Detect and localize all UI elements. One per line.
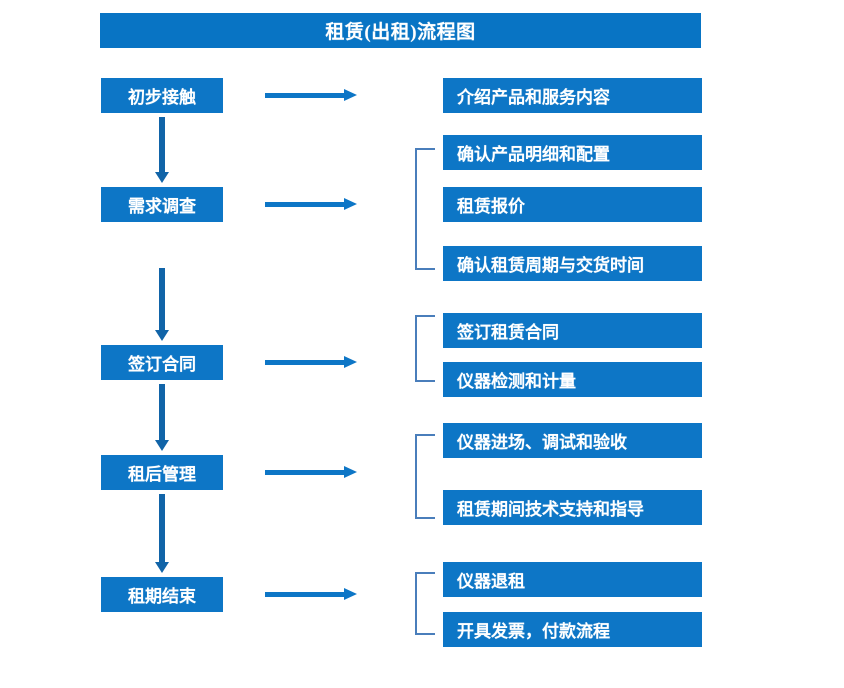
arrow-head-icon	[155, 172, 169, 183]
arrow-shaft	[159, 384, 165, 440]
vertical-arrow-2	[155, 268, 169, 341]
stage-box-3[interactable]: 签订合同	[101, 345, 223, 380]
detail-box-3[interactable]: 租赁报价	[443, 187, 702, 222]
vertical-arrow-1	[155, 117, 169, 183]
arrow-head-icon	[155, 562, 169, 573]
stage-box-2[interactable]: 需求调查	[101, 187, 223, 222]
arrow-head-icon	[344, 198, 357, 210]
detail-box-5[interactable]: 签订租赁合同	[443, 313, 702, 348]
arrow-shaft	[265, 360, 345, 365]
arrow-shaft	[265, 592, 345, 597]
arrow-head-icon	[344, 588, 357, 600]
detail-box-4[interactable]: 确认租赁周期与交货时间	[443, 246, 702, 281]
stage-box-1[interactable]: 初步接触	[101, 78, 223, 113]
arrow-shaft	[159, 117, 165, 172]
vertical-arrow-4	[155, 494, 169, 573]
horizontal-arrow-3	[265, 356, 357, 368]
horizontal-arrow-4	[265, 466, 357, 478]
arrow-shaft	[159, 494, 165, 562]
group-bracket-termination	[415, 572, 435, 635]
detail-box-8[interactable]: 租赁期间技术支持和指导	[443, 490, 702, 525]
group-bracket-contract	[415, 315, 435, 382]
page-title: 租赁(出租)流程图	[100, 13, 701, 48]
arrow-head-icon	[344, 466, 357, 478]
arrow-head-icon	[155, 330, 169, 341]
arrow-head-icon	[155, 440, 169, 451]
stage-box-4[interactable]: 租后管理	[101, 455, 223, 490]
detail-box-6[interactable]: 仪器检测和计量	[443, 362, 702, 397]
arrow-shaft	[265, 202, 345, 207]
arrow-shaft	[265, 470, 345, 475]
arrow-shaft	[265, 93, 345, 98]
horizontal-arrow-1	[265, 89, 357, 101]
arrow-head-icon	[344, 356, 357, 368]
group-bracket-management	[415, 434, 435, 519]
detail-box-1[interactable]: 介绍产品和服务内容	[443, 78, 702, 113]
arrow-head-icon	[344, 89, 357, 101]
vertical-arrow-3	[155, 384, 169, 451]
arrow-shaft	[159, 268, 165, 330]
detail-box-2[interactable]: 确认产品明细和配置	[443, 135, 702, 170]
detail-box-7[interactable]: 仪器进场、调试和验收	[443, 423, 702, 458]
detail-box-9[interactable]: 仪器退租	[443, 562, 702, 597]
horizontal-arrow-2	[265, 198, 357, 210]
stage-box-5[interactable]: 租期结束	[101, 577, 223, 612]
detail-box-10[interactable]: 开具发票，付款流程	[443, 612, 702, 647]
horizontal-arrow-5	[265, 588, 357, 600]
group-bracket-requirements	[415, 148, 435, 270]
